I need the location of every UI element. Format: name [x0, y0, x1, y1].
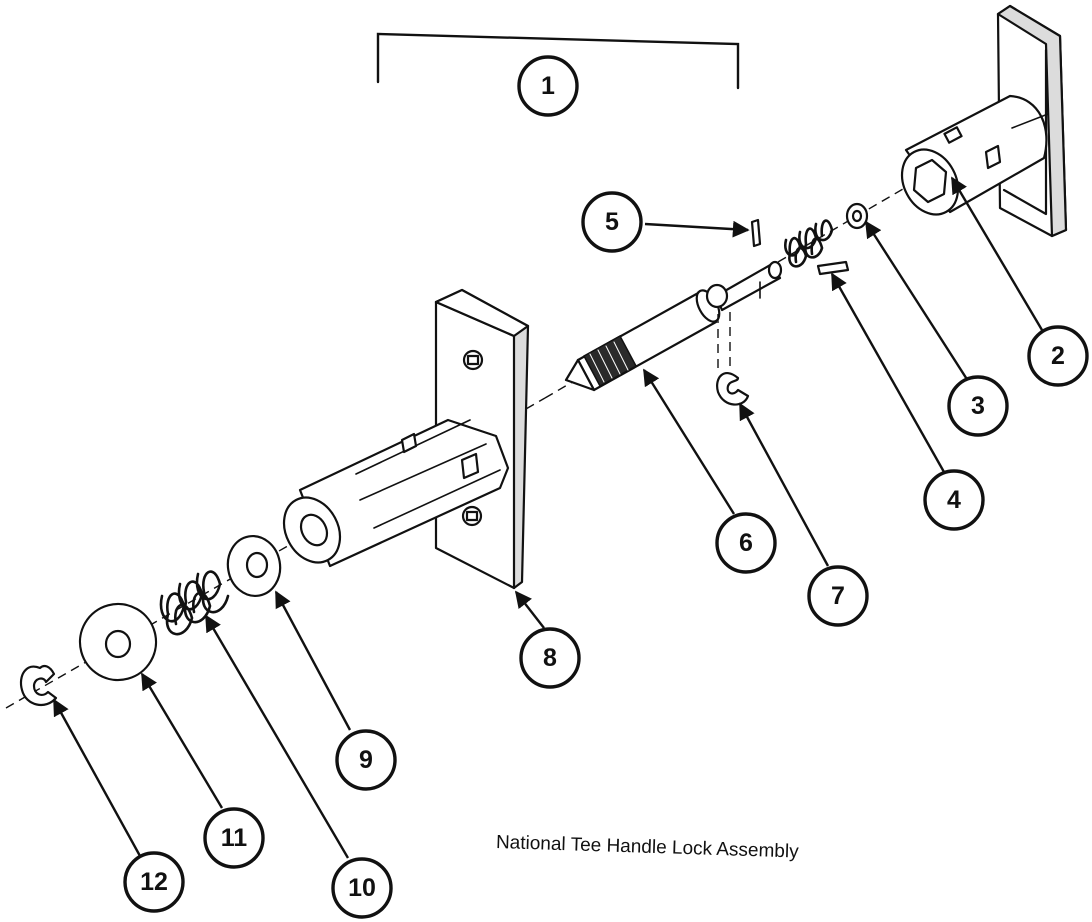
- svg-text:7: 7: [831, 582, 845, 610]
- callout-9: 9: [335, 729, 397, 791]
- callout-6: 6: [715, 512, 777, 574]
- assembly-bracket: [376, 32, 740, 90]
- leader-2: [950, 176, 1044, 331]
- callout-7: 7: [807, 565, 869, 627]
- leader-12: [52, 698, 142, 857]
- svg-text:8: 8: [543, 644, 557, 672]
- svg-text:1: 1: [541, 72, 555, 100]
- svg-text:3: 3: [971, 392, 985, 420]
- callout-11: 11: [203, 807, 265, 869]
- plunger-shaft-part: [564, 260, 783, 392]
- svg-text:6: 6: [739, 529, 753, 557]
- e-clip-part: [716, 312, 750, 406]
- callout-12: 12: [123, 851, 185, 913]
- leader-10: [204, 614, 350, 859]
- svg-text:4: 4: [947, 486, 961, 514]
- spring-part: [159, 570, 230, 636]
- svg-text:12: 12: [140, 868, 168, 896]
- callout-3: 3: [947, 375, 1009, 437]
- leader-5: [644, 220, 750, 238]
- callout-4: 4: [923, 469, 985, 531]
- leader-9: [274, 590, 352, 731]
- leader-11: [140, 672, 224, 809]
- callout-8: 8: [519, 627, 581, 689]
- svg-text:5: 5: [605, 208, 619, 236]
- cross-pin-part: [816, 260, 850, 276]
- leader-4: [830, 272, 946, 473]
- callout-10: 10: [331, 857, 393, 919]
- svg-text:9: 9: [359, 746, 373, 774]
- callout-5: 5: [581, 191, 643, 253]
- end-e-clip-part: [19, 664, 58, 707]
- shaft-spring-part: [783, 219, 834, 268]
- lock-body-part: [282, 288, 530, 590]
- leader-8: [514, 590, 545, 629]
- large-washer-part: [78, 602, 158, 682]
- leader-3: [864, 220, 972, 385]
- leader-7: [738, 402, 830, 567]
- roll-pin-part: [750, 218, 762, 248]
- washer-part: [226, 535, 282, 597]
- leader-6: [642, 368, 736, 515]
- callout-1: 1: [517, 55, 579, 117]
- callout-2: 2: [1027, 325, 1089, 387]
- small-washer-part: [845, 202, 869, 230]
- svg-text:11: 11: [221, 824, 248, 852]
- svg-text:10: 10: [348, 874, 376, 902]
- svg-text:2: 2: [1051, 342, 1065, 370]
- tee-handle-part: [900, 4, 1068, 238]
